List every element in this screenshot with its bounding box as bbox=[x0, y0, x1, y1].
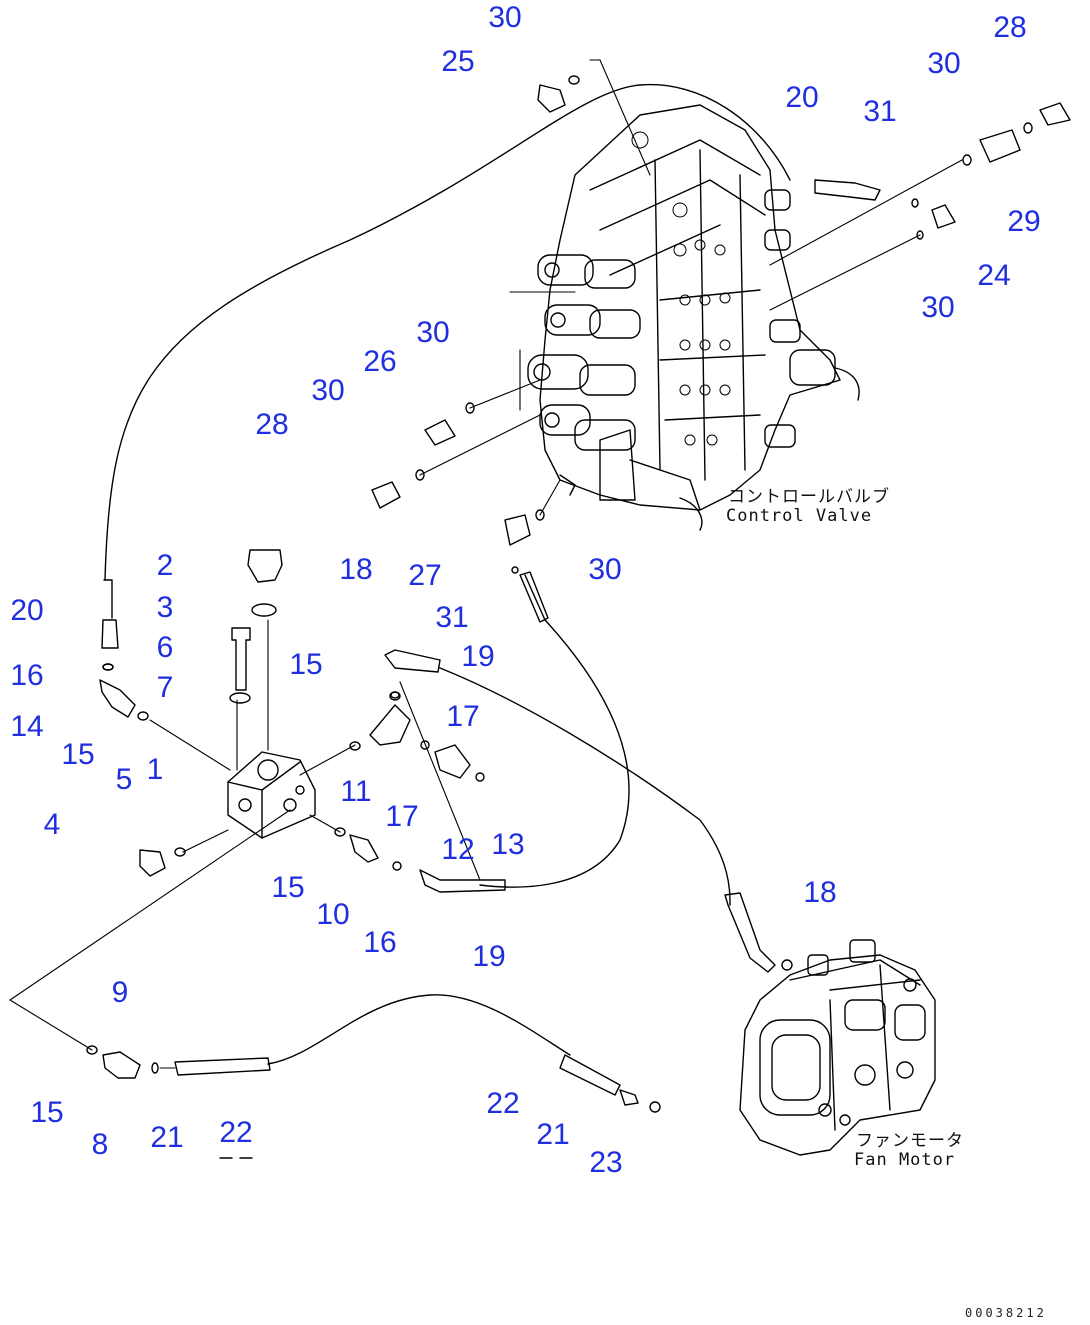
callout-30: 30 bbox=[921, 291, 955, 324]
callout-30: 30 bbox=[488, 1, 522, 34]
callout-30: 30 bbox=[927, 47, 961, 80]
callout-6: 6 bbox=[156, 631, 174, 664]
manifold-block-drawing bbox=[227, 751, 316, 839]
callout-2: 2 bbox=[156, 549, 174, 582]
callout-27: 27 bbox=[408, 559, 442, 592]
assembly-lines bbox=[9, 59, 963, 1069]
callout-4: 4 bbox=[43, 808, 61, 841]
callout-17: 17 bbox=[385, 800, 419, 833]
callout-20: 20 bbox=[10, 594, 44, 627]
callout-30: 30 bbox=[311, 374, 345, 407]
callout-15: 15 bbox=[30, 1096, 64, 1129]
callout-7: 7 bbox=[156, 671, 174, 704]
callout-16: 16 bbox=[10, 659, 44, 692]
fan-motor-label-ja: ファンモータ bbox=[856, 1131, 964, 1151]
callout-17: 17 bbox=[446, 700, 480, 733]
callout-13: 13 bbox=[491, 828, 525, 861]
callout-31: 31 bbox=[435, 601, 469, 634]
callout-29: 29 bbox=[1007, 205, 1041, 238]
callout-1: 1 bbox=[146, 753, 164, 786]
callout-22: 22 bbox=[486, 1087, 520, 1120]
callout-9: 9 bbox=[111, 976, 129, 1009]
fan-motor-drawing bbox=[739, 939, 936, 1156]
callout-15: 15 bbox=[61, 738, 95, 771]
fan-motor-label-en: Fan Motor bbox=[854, 1150, 956, 1170]
hoses-drawing bbox=[104, 83, 791, 1159]
callout-10: 10 bbox=[316, 898, 350, 931]
callout-12: 12 bbox=[441, 833, 475, 866]
callout-15: 15 bbox=[271, 871, 305, 904]
callout-19: 19 bbox=[472, 940, 506, 973]
callout-19: 19 bbox=[461, 640, 495, 673]
callout-3: 3 bbox=[156, 591, 174, 624]
callout-30: 30 bbox=[416, 316, 450, 349]
callout-15: 15 bbox=[289, 648, 323, 681]
callout-31: 31 bbox=[863, 95, 897, 128]
callout-18: 18 bbox=[803, 876, 837, 909]
callout-26: 26 bbox=[363, 345, 397, 378]
callout-28: 28 bbox=[993, 11, 1027, 44]
callout-18: 18 bbox=[339, 553, 373, 586]
callout-22: 22 bbox=[219, 1116, 253, 1149]
callout-5: 5 bbox=[115, 763, 133, 796]
callout-11: 11 bbox=[340, 775, 372, 808]
callout-24: 24 bbox=[977, 259, 1011, 292]
control-valve-drawing bbox=[527, 104, 860, 531]
callout-16: 16 bbox=[363, 926, 397, 959]
callout-21: 21 bbox=[536, 1118, 570, 1151]
callout-25: 25 bbox=[441, 45, 475, 78]
callout-23: 23 bbox=[589, 1146, 623, 1179]
control-valve-label-en: Control Valve bbox=[726, 506, 873, 526]
callout-21: 21 bbox=[150, 1121, 184, 1154]
small-parts-drawing bbox=[86, 75, 1071, 1113]
callout-8: 8 bbox=[91, 1128, 109, 1161]
figure-id: 00038212 bbox=[965, 1306, 1047, 1320]
callout-28: 28 bbox=[255, 408, 289, 441]
callout-30: 30 bbox=[588, 553, 622, 586]
callout-20: 20 bbox=[785, 81, 819, 114]
control-valve-label-ja: コントロールバルブ bbox=[728, 487, 890, 507]
callout-14: 14 bbox=[10, 710, 44, 743]
